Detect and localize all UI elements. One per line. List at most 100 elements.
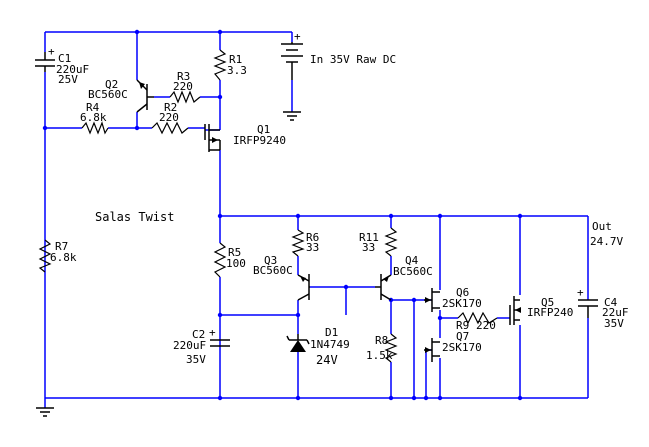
c4-value: 22uF [602,306,629,319]
junction [411,297,417,303]
q7-part: 2SK170 [442,341,482,354]
ground-symbol [283,111,301,121]
junction [42,125,48,131]
resistor-r6 [291,229,305,257]
plus-sign: + [209,326,216,339]
q6-ref: Q6 [456,286,469,299]
junction [343,284,349,290]
r1-ref: R1 [229,53,242,66]
resistor-r3 [169,90,201,104]
ground-symbol [36,407,54,417]
c1-value: 220uF [56,63,89,76]
junction [217,312,223,318]
d1-part: 1N4749 [310,338,350,351]
supply-label: In 35V Raw DC [310,53,396,66]
junction [217,94,223,100]
r2-ref: R2 [164,101,177,114]
r3-value: 220 [173,80,193,93]
junction [134,125,140,131]
jfet-q7 [424,338,440,362]
r6-ref: R6 [306,231,319,244]
resistor-r9 [457,311,498,325]
r3-ref: R3 [177,70,190,83]
mosfet-q5 [509,296,521,325]
transistor-q4 [375,274,392,301]
junctions [42,29,523,401]
junction [217,395,223,401]
c2-ref: C2 [192,328,205,341]
r5-value: 100 [226,257,246,270]
junction [295,213,301,219]
r1-value: 3.3 [227,64,247,77]
junction [437,213,443,219]
junction [437,395,443,401]
transistor-q2 [136,79,154,113]
resistor-r4 [81,121,109,135]
r9-ref: R9 [456,319,469,332]
mosfet-q1 [204,124,221,152]
battery-symbol: + [281,30,303,80]
q5-ref: Q5 [541,296,554,309]
q4-part: BC560C [393,265,433,278]
c1-ref: C1 [58,52,71,65]
junction [295,312,301,318]
resistor-r8 [384,333,398,363]
junction [217,213,223,219]
q7-ref: Q7 [456,330,469,343]
r9-value: 220 [476,319,496,332]
resistor-r11 [384,227,398,257]
q3-part: BC560C [253,264,293,277]
q3-ref: Q3 [264,254,277,267]
capacitor-c4: + [577,286,598,318]
junction [423,395,429,401]
r5-ref: R5 [228,246,241,259]
q1-ref: Q1 [257,123,270,136]
junction [295,395,301,401]
capacitor-c1: + [35,45,55,72]
r11-ref: R11 [359,231,379,244]
junction [388,213,394,219]
q5-part: IRFP240 [527,306,573,319]
resistor-r1 [213,49,227,81]
r2-value: 220 [159,111,179,124]
d1-voltage: 24V [316,353,338,367]
jfet-q6 [424,288,440,312]
d1-ref: D1 [325,326,338,339]
r6-value: 33 [306,241,319,254]
resistor-r7 [38,239,52,273]
output-label: Out [592,220,612,233]
junction [217,29,223,35]
c1-rating: 25V [58,73,78,86]
plus-sign: + [294,30,301,43]
r8-value: 1.5k [366,349,393,362]
junction [134,29,140,35]
junction [388,395,394,401]
q1-part: IRFP9240 [233,134,286,147]
capacitor-c2: + [209,326,230,347]
plus-sign: + [48,45,55,58]
r7-ref: R7 [55,240,68,253]
r11-value: 33 [362,241,375,254]
r8-ref: R8 [375,334,388,347]
transistor-q3 [297,274,310,301]
c2-rating: 35V [186,353,206,366]
zener-diode-d1 [286,334,310,352]
c4-ref: C4 [604,296,618,309]
junction [517,213,523,219]
q4-ref: Q4 [405,254,419,267]
c2-value: 220uF [173,339,206,352]
resistor-r2 [151,121,189,135]
q2-ref: Q2 [105,78,118,91]
c4-rating: 35V [604,317,624,330]
junction [437,315,443,321]
junction [411,395,417,401]
resistor-r5 [213,242,227,278]
r4-ref: R4 [86,101,100,114]
circuit-title: Salas Twist [95,210,174,224]
q2-part: BC560C [88,88,128,101]
output-voltage: 24.7V [590,235,623,248]
r4-value: 6.8k [80,111,107,124]
plus-sign: + [577,286,584,299]
r7-value: 6.8k [50,251,77,264]
